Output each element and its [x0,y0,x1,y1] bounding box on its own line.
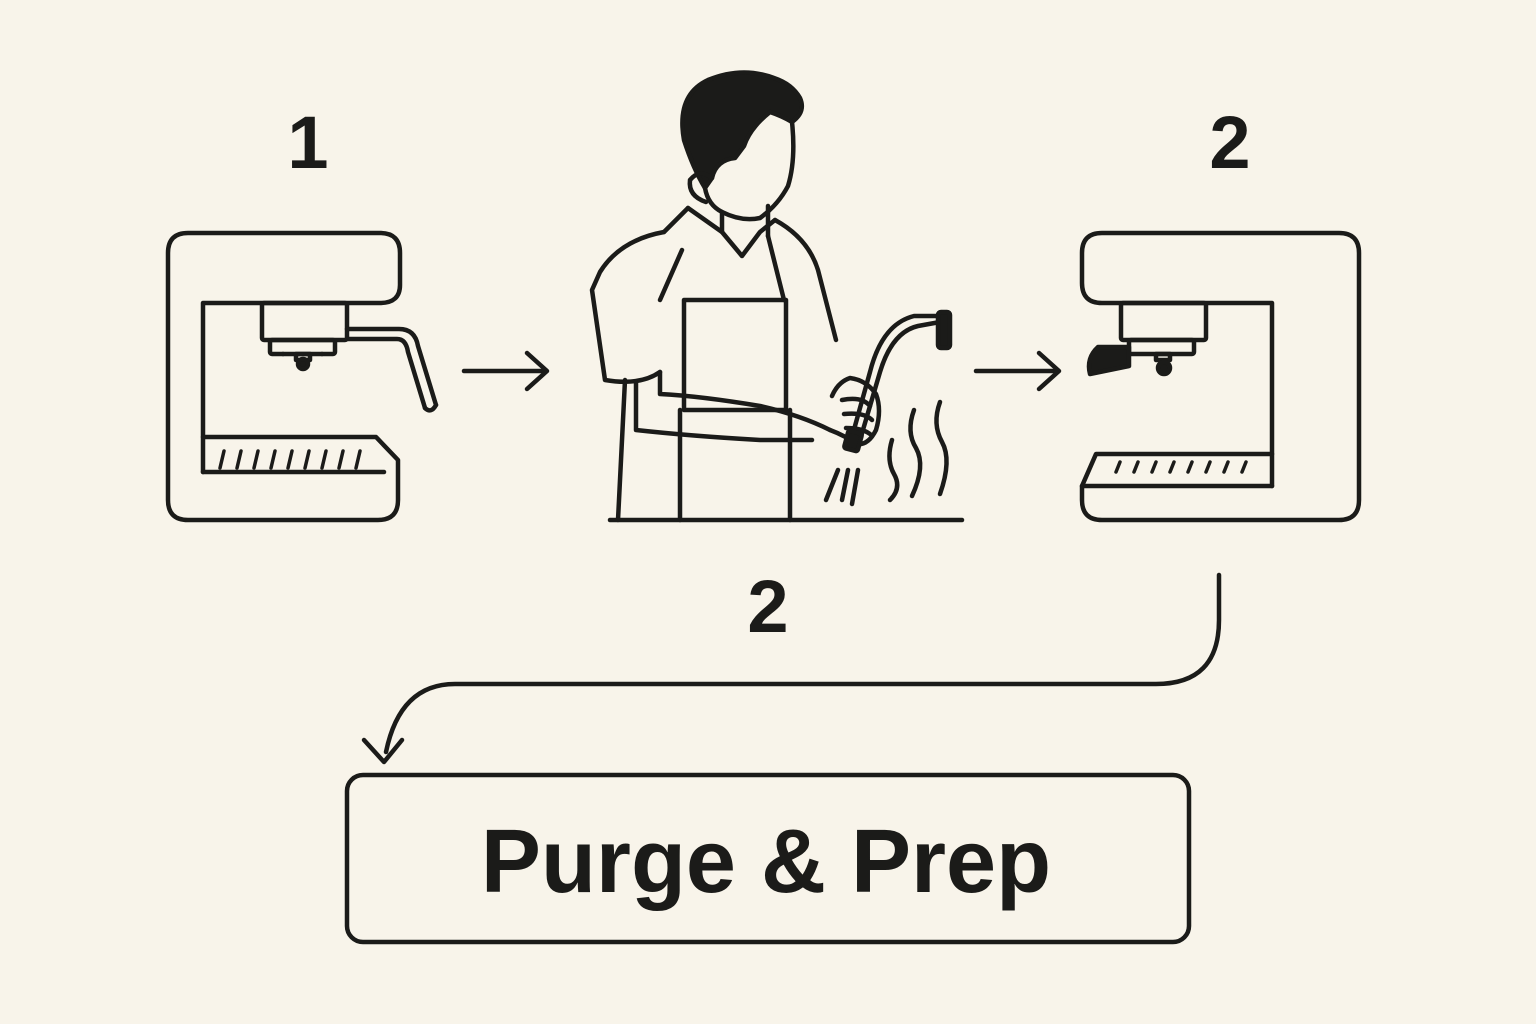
espresso-machine-with-portafilter-icon [1079,230,1362,523]
step-number-2-middle: 2 [747,565,788,648]
step-number-1: 1 [287,101,328,184]
purge-and-prep-label: Purge & Prep [481,812,1051,912]
barista-purging-steam-wand-icon [589,70,965,523]
drip-tray-grille [218,449,362,470]
purge-and-prep-box: Purge & Prep [344,772,1192,945]
arrow-right-icon [973,350,1062,392]
drip-tray-grille [1114,460,1248,474]
step-number-2-top: 2 [1209,101,1250,184]
curved-return-arrow-icon [361,572,1222,765]
espresso-machine-icon [165,230,439,523]
arrow-right-icon [461,350,550,392]
